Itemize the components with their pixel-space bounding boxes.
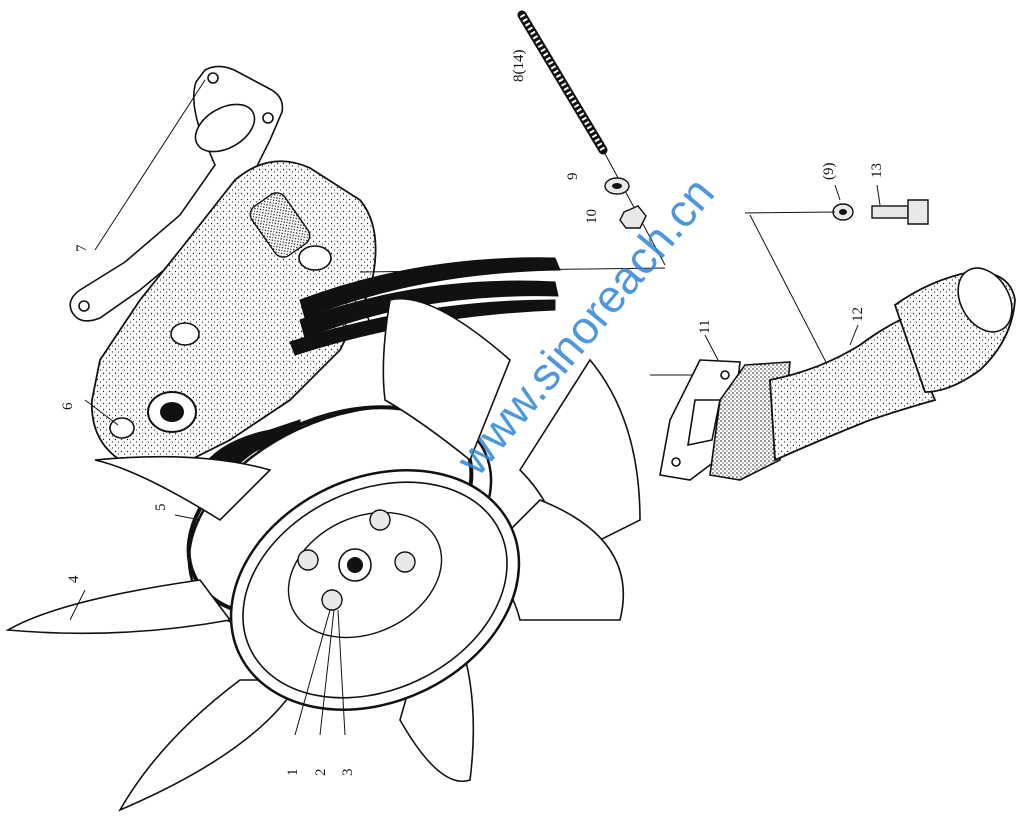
label-9b: (9) bbox=[821, 163, 837, 181]
nut-part-10 bbox=[619, 205, 647, 229]
washer-part-9b bbox=[832, 203, 854, 221]
label-10: 10 bbox=[584, 209, 600, 224]
label-2: 2 bbox=[313, 769, 329, 777]
label-13: 13 bbox=[869, 163, 885, 178]
label-4: 4 bbox=[66, 575, 82, 583]
fan-hub bbox=[229, 469, 521, 711]
label-6: 6 bbox=[60, 402, 76, 410]
label-5: 5 bbox=[153, 504, 169, 512]
label-1: 1 bbox=[285, 769, 301, 777]
bolt-part-13 bbox=[871, 199, 929, 225]
label-3: 3 bbox=[340, 769, 356, 777]
hub-nut bbox=[297, 549, 319, 571]
hub-nut bbox=[321, 589, 343, 611]
outlet-pipe-part-12 bbox=[709, 267, 1016, 481]
hub-nut bbox=[394, 551, 416, 573]
label-7: 7 bbox=[74, 244, 90, 252]
label-8: 8(14) bbox=[511, 50, 527, 83]
label-11: 11 bbox=[697, 320, 713, 334]
gasket-part-7 bbox=[69, 65, 284, 322]
hub-nut bbox=[369, 509, 391, 531]
washer-part-9 bbox=[604, 177, 630, 195]
pump-housing bbox=[91, 160, 377, 471]
label-12: 12 bbox=[850, 307, 866, 322]
label-9: 9 bbox=[565, 173, 581, 181]
